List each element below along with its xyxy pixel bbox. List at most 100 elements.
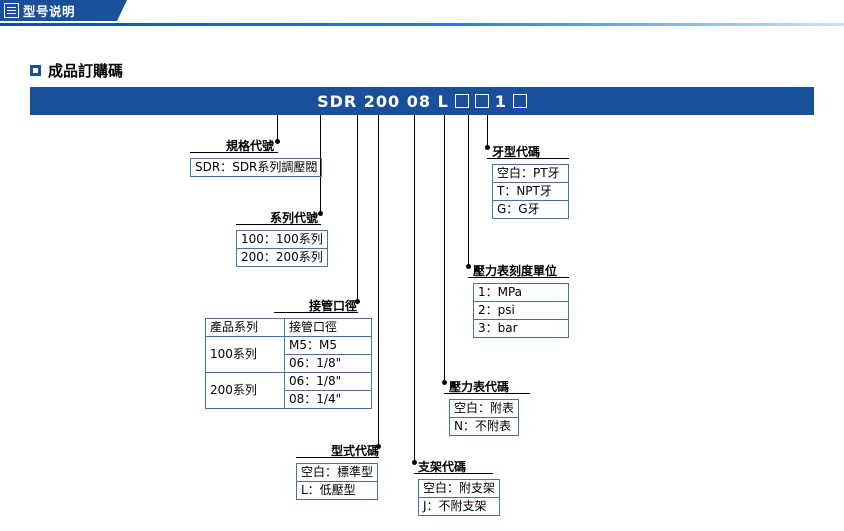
table-cell: G：G牙 xyxy=(492,200,569,219)
section-title-label: 成品訂購碼 xyxy=(48,62,124,80)
table-cell: L：低壓型 xyxy=(295,481,379,500)
group-gauge-title: 壓力表代碼 xyxy=(449,380,510,394)
group-unit-title: 壓力表刻度單位 xyxy=(473,264,558,278)
group-port-title: 接管口徑 xyxy=(308,299,357,313)
table-row: L：低壓型 xyxy=(295,481,379,500)
group-bracket-table: 空白：附支架 J：不附支架 xyxy=(417,479,501,516)
table-row: 空白：附支架 xyxy=(417,479,501,498)
group-series-title: 系列代號 xyxy=(269,211,318,225)
leader-line-bracket xyxy=(414,115,415,463)
page-header: 型号说明 xyxy=(0,0,844,28)
table-cell: 100系列 xyxy=(205,336,285,373)
group-port-table: 產品系列 接管口徑 100系列 M5：M5 06：1/8" 200系列 06：1… xyxy=(205,318,372,409)
leader-line-gauge xyxy=(444,115,445,383)
leader-line-spec xyxy=(277,115,278,142)
group-bracket: 支架代碼 空白：附支架 J：不附支架 xyxy=(417,458,501,516)
group-unit: 壓力表刻度單位 1：MPa 2：psi 3：bar xyxy=(473,262,569,338)
leader-underline-spec xyxy=(190,152,278,153)
empty-box-icon xyxy=(512,94,527,108)
table-cell: 06：1/8" xyxy=(284,372,372,391)
empty-box-icon xyxy=(454,94,469,108)
table-cell: 2：psi xyxy=(473,301,569,320)
table-row: 200：200系列 xyxy=(236,248,328,267)
group-type-table: 空白：標準型 L：低壓型 xyxy=(295,463,379,500)
table-cell: 空白：附表 xyxy=(448,399,520,418)
square-bullet-icon xyxy=(30,65,41,76)
table-cell: 200系列 xyxy=(205,372,285,409)
group-gauge-table: 空白：附表 N：不附表 xyxy=(448,399,520,436)
header-rule xyxy=(0,23,844,26)
leader-underline-port xyxy=(274,312,358,313)
table-cell: 100：100系列 xyxy=(236,230,328,249)
table-row: 3：bar xyxy=(473,319,569,338)
table-cell: J：不附支架 xyxy=(417,497,501,516)
leader-dot-thread xyxy=(485,145,490,150)
order-code-bar: SDR 200 08 L 1 xyxy=(30,87,814,115)
group-bracket-title: 支架代碼 xyxy=(418,460,467,474)
table-cell: T：NPT牙 xyxy=(492,182,569,201)
group-thread-table: 空白：PT牙 T：NPT牙 G：G牙 xyxy=(492,164,569,219)
leader-dot-bracket xyxy=(412,460,417,465)
group-type: 型式代碼 空白：標準型 L：低壓型 xyxy=(295,442,379,500)
order-code: SDR 200 08 L 1 xyxy=(317,92,527,111)
leader-dot-gauge xyxy=(442,380,447,385)
table-row: 2：psi xyxy=(473,301,569,320)
leader-dot-spec xyxy=(275,139,280,144)
table-cell: 1：MPa xyxy=(473,283,569,302)
leader-underline-gauge xyxy=(444,393,530,394)
header-tab-label: 型号说明 xyxy=(23,4,76,19)
table-cell: N：不附表 xyxy=(448,417,520,436)
leader-dot-series xyxy=(318,211,323,216)
table-cell: 3：bar xyxy=(473,319,569,338)
group-spec-title: 規格代號 xyxy=(225,139,274,153)
table-row: 100：100系列 xyxy=(236,230,328,249)
order-code-trailing: 1 xyxy=(494,91,507,111)
table-row: 空白：PT牙 xyxy=(492,164,569,183)
section-title: 成品訂購碼 xyxy=(30,60,123,81)
leader-line-type xyxy=(378,115,379,447)
table-cell: 空白：標準型 xyxy=(295,463,379,482)
table-row: N：不附表 xyxy=(448,417,520,436)
leader-underline-unit xyxy=(468,277,569,278)
table-row: 1：MPa xyxy=(473,283,569,302)
table-cell: 06：1/8" xyxy=(284,354,372,373)
table-cell: 空白：附支架 xyxy=(417,479,501,498)
leader-underline-type xyxy=(296,457,379,458)
table-row: 200系列 06：1/8" xyxy=(205,372,372,409)
empty-box-icon xyxy=(474,94,489,108)
table-header-cell: 產品系列 xyxy=(205,318,285,337)
leader-underline-thread xyxy=(487,158,569,159)
group-thread: 牙型代碼 空白：PT牙 T：NPT牙 G：G牙 xyxy=(492,143,569,219)
group-type-title: 型式代碼 xyxy=(330,444,379,458)
header-tab: 型号说明 xyxy=(0,0,127,21)
table-row: 空白：標準型 xyxy=(295,463,379,482)
group-gauge: 壓力表代碼 空白：附表 N：不附表 xyxy=(448,378,520,436)
table-cell: 空白：PT牙 xyxy=(492,164,569,183)
table-row: T：NPT牙 xyxy=(492,182,569,201)
table-cell: M5：M5 xyxy=(284,336,372,355)
table-header-cell: 接管口徑 xyxy=(284,318,372,337)
leader-line-unit xyxy=(468,115,469,267)
table-row: 產品系列 接管口徑 xyxy=(205,318,372,337)
table-row: G：G牙 xyxy=(492,200,569,219)
leader-underline-series xyxy=(236,224,321,225)
leader-dot-port xyxy=(355,299,360,304)
leader-dot-unit xyxy=(466,264,471,269)
group-spec: 規格代號 SDR：SDR系列調壓閥 xyxy=(189,137,323,177)
group-thread-title: 牙型代碼 xyxy=(492,145,541,159)
table-cell: SDR：SDR系列調壓閥 xyxy=(189,158,323,177)
leader-dot-type xyxy=(376,444,381,449)
group-spec-table: SDR：SDR系列調壓閥 xyxy=(189,158,323,177)
group-port: 接管口徑 產品系列 接管口徑 100系列 M5：M5 06：1/8" 200系列… xyxy=(205,297,372,409)
table-row: 100系列 M5：M5 xyxy=(205,336,372,373)
leader-line-port xyxy=(357,115,358,302)
list-icon xyxy=(4,3,19,18)
leader-underline-bracket xyxy=(414,473,493,474)
table-row: J：不附支架 xyxy=(417,497,501,516)
table-row: SDR：SDR系列調壓閥 xyxy=(189,158,323,177)
leader-line-thread xyxy=(487,115,488,148)
table-row: 空白：附表 xyxy=(448,399,520,418)
table-cell: 200：200系列 xyxy=(236,248,328,267)
group-unit-table: 1：MPa 2：psi 3：bar xyxy=(473,283,569,338)
order-code-text: SDR 200 08 L xyxy=(317,91,449,111)
